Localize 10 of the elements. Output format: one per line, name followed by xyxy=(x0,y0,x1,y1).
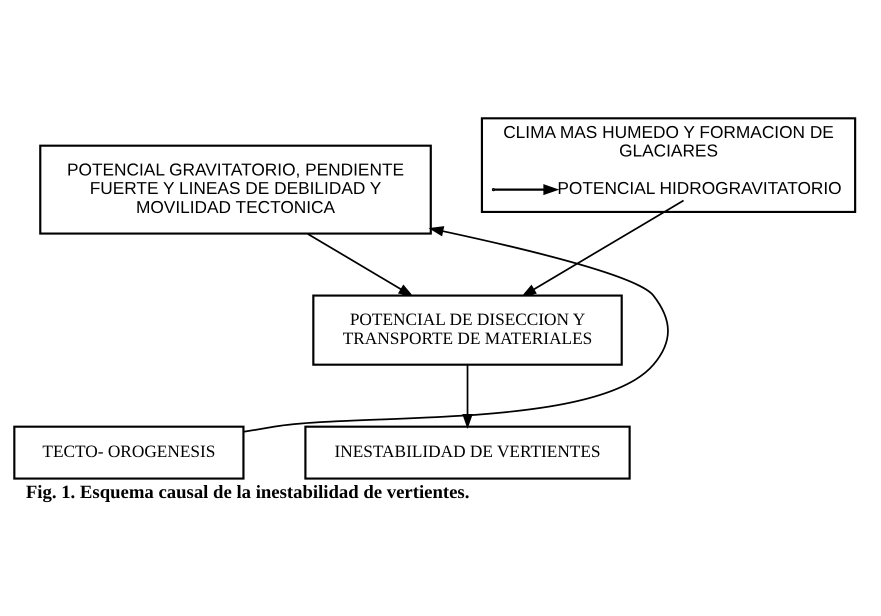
node-text: POTENCIAL HIDROGRAVITATORIO xyxy=(557,178,842,198)
node-box: POTENCIAL GRAVITATORIO, PENDIENTE FUERTE Y LINEAS DE DEBILIDAD Y MOVILIDAD TECTONICA xyxy=(39,144,432,234)
node-box: TECTO- OROGENESIS xyxy=(13,425,245,480)
node-box: POTENCIAL DE DISECCION Y TRANSPORTE DE MATERIALES xyxy=(312,294,623,366)
arrow xyxy=(494,184,560,195)
arrow xyxy=(521,199,684,296)
node-box: INESTABILIDAD DE VERTIENTES xyxy=(304,425,631,480)
caption: Fig. 1. Esquema causal de la inestabilidad de vertientes. xyxy=(26,481,470,502)
arrow xyxy=(307,232,414,296)
arrow xyxy=(244,226,669,432)
